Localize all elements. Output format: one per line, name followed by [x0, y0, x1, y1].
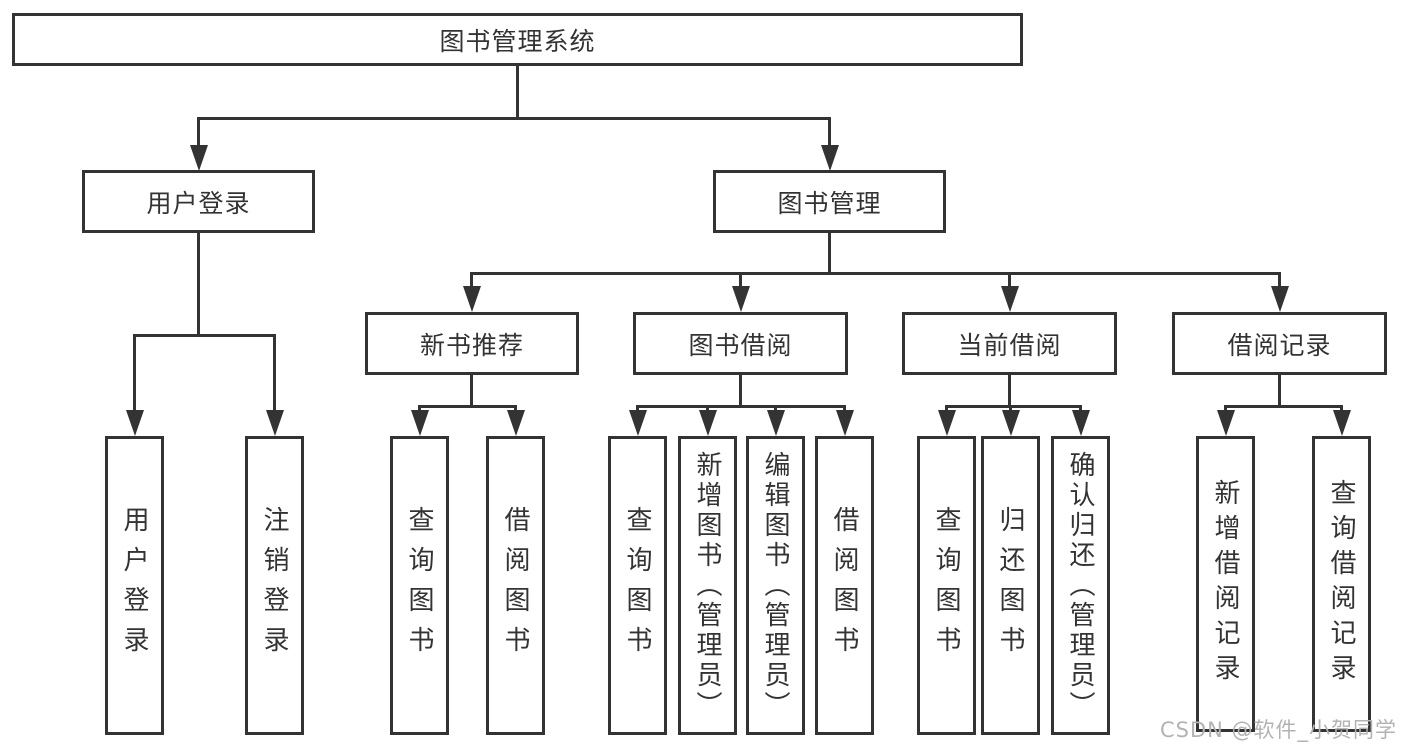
leaf-borrow-books-1: 借阅图书 — [486, 436, 545, 735]
arrow-down-icon — [1002, 410, 1020, 436]
node-label: 查询图书 — [931, 505, 961, 666]
connector-to-new-book — [470, 272, 473, 290]
node-label: 确认归还（管理员） — [1065, 450, 1095, 721]
arrow-down-icon — [1001, 286, 1019, 312]
node-label: 图书借阅 — [688, 330, 793, 360]
leaf-borrow-books-2: 借阅图书 — [815, 436, 874, 735]
node-borrowing-records: 借阅记录 — [1172, 312, 1387, 375]
arrow-down-icon — [821, 145, 839, 171]
connector-book-management-stem — [828, 233, 831, 272]
node-label: 注销登录 — [259, 505, 289, 666]
connector-to-user-login — [197, 117, 200, 150]
connector-user-login-stem — [197, 233, 200, 334]
node-label: 借阅记录 — [1227, 330, 1332, 360]
leaf-query-borrow-record: 查询借阅记录 — [1312, 436, 1371, 732]
leaf-logout: 注销登录 — [245, 436, 304, 735]
node-current-borrowing: 当前借阅 — [902, 312, 1117, 375]
arrow-down-icon — [767, 410, 785, 436]
connector-to-borrow-records — [1278, 272, 1281, 290]
node-label: 查询图书 — [404, 505, 434, 666]
connector-root-crossbar — [197, 117, 831, 120]
connector-book-borrow-stem — [739, 375, 742, 405]
node-user-login: 用户登录 — [82, 170, 315, 233]
node-label: 借阅图书 — [500, 505, 530, 666]
node-label: 新书推荐 — [419, 330, 524, 360]
leaf-user-login: 用户登录 — [105, 436, 164, 735]
arrow-down-icon — [190, 145, 208, 171]
connector-new-book-crossbar — [418, 405, 517, 408]
connector-current-borrow-stem — [1008, 375, 1011, 405]
connector-to-leaf-logout — [273, 334, 276, 416]
arrow-down-icon — [507, 410, 525, 436]
arrow-down-icon — [411, 410, 429, 436]
node-label: 查询图书 — [622, 505, 652, 666]
node-label: 查询借阅记录 — [1326, 479, 1356, 689]
leaf-edit-books-admin: 编辑图书（管理员） — [746, 436, 805, 735]
arrow-down-icon — [629, 410, 647, 436]
connector-root-stem — [516, 66, 519, 117]
leaf-query-books-1: 查询图书 — [390, 436, 449, 735]
arrow-down-icon — [938, 410, 956, 436]
connector-new-book-stem — [470, 375, 473, 405]
connector-borrow-records-crossbar — [1224, 405, 1343, 408]
connector-book-management-crossbar — [470, 272, 1280, 275]
leaf-confirm-return-admin: 确认归还（管理员） — [1051, 436, 1110, 735]
node-label: 图书管理 — [777, 188, 882, 218]
arrow-down-icon — [126, 410, 144, 436]
arrow-down-icon — [732, 286, 750, 312]
arrow-down-icon — [266, 410, 284, 436]
node-book-management: 图书管理 — [713, 170, 946, 233]
leaf-return-books: 归还图书 — [981, 436, 1040, 735]
leaf-add-borrow-record: 新增借阅记录 — [1196, 436, 1255, 732]
node-library-management-system: 图书管理系统 — [12, 13, 1023, 66]
node-label: 当前借阅 — [957, 330, 1062, 360]
arrow-down-icon — [699, 410, 717, 436]
leaf-query-books-3: 查询图书 — [917, 436, 976, 735]
leaf-add-books-admin: 新增图书（管理员） — [678, 436, 737, 735]
node-new-book-recommendation: 新书推荐 — [365, 312, 579, 375]
node-label: 用户登录 — [119, 505, 149, 666]
connector-to-current-borrow — [1008, 272, 1011, 290]
node-label: 用户登录 — [146, 188, 251, 218]
connector-to-book-borrow — [739, 272, 742, 290]
connector-book-borrow-crossbar — [636, 405, 846, 408]
connector-to-leaf-login — [133, 334, 136, 416]
arrow-down-icon — [1271, 286, 1289, 312]
connector-current-borrow-crossbar — [945, 405, 1082, 408]
node-book-borrowing: 图书借阅 — [633, 312, 848, 375]
arrow-down-icon — [836, 410, 854, 436]
leaf-query-books-2: 查询图书 — [608, 436, 667, 735]
node-label: 新增借阅记录 — [1210, 479, 1240, 689]
connector-to-book-management — [828, 117, 831, 150]
node-label: 借阅图书 — [829, 505, 859, 666]
connector-user-login-crossbar — [133, 334, 276, 337]
node-label: 编辑图书（管理员） — [760, 450, 790, 721]
arrow-down-icon — [463, 286, 481, 312]
connector-borrow-records-stem — [1278, 375, 1281, 405]
csdn-watermark: CSDN @软件_小贺同学 — [1160, 718, 1398, 742]
node-label: 新增图书（管理员） — [692, 450, 722, 721]
node-label: 归还图书 — [995, 505, 1025, 666]
arrow-down-icon — [1072, 410, 1090, 436]
arrow-down-icon — [1333, 410, 1351, 436]
arrow-down-icon — [1217, 410, 1235, 436]
node-label: 图书管理系统 — [439, 26, 596, 56]
